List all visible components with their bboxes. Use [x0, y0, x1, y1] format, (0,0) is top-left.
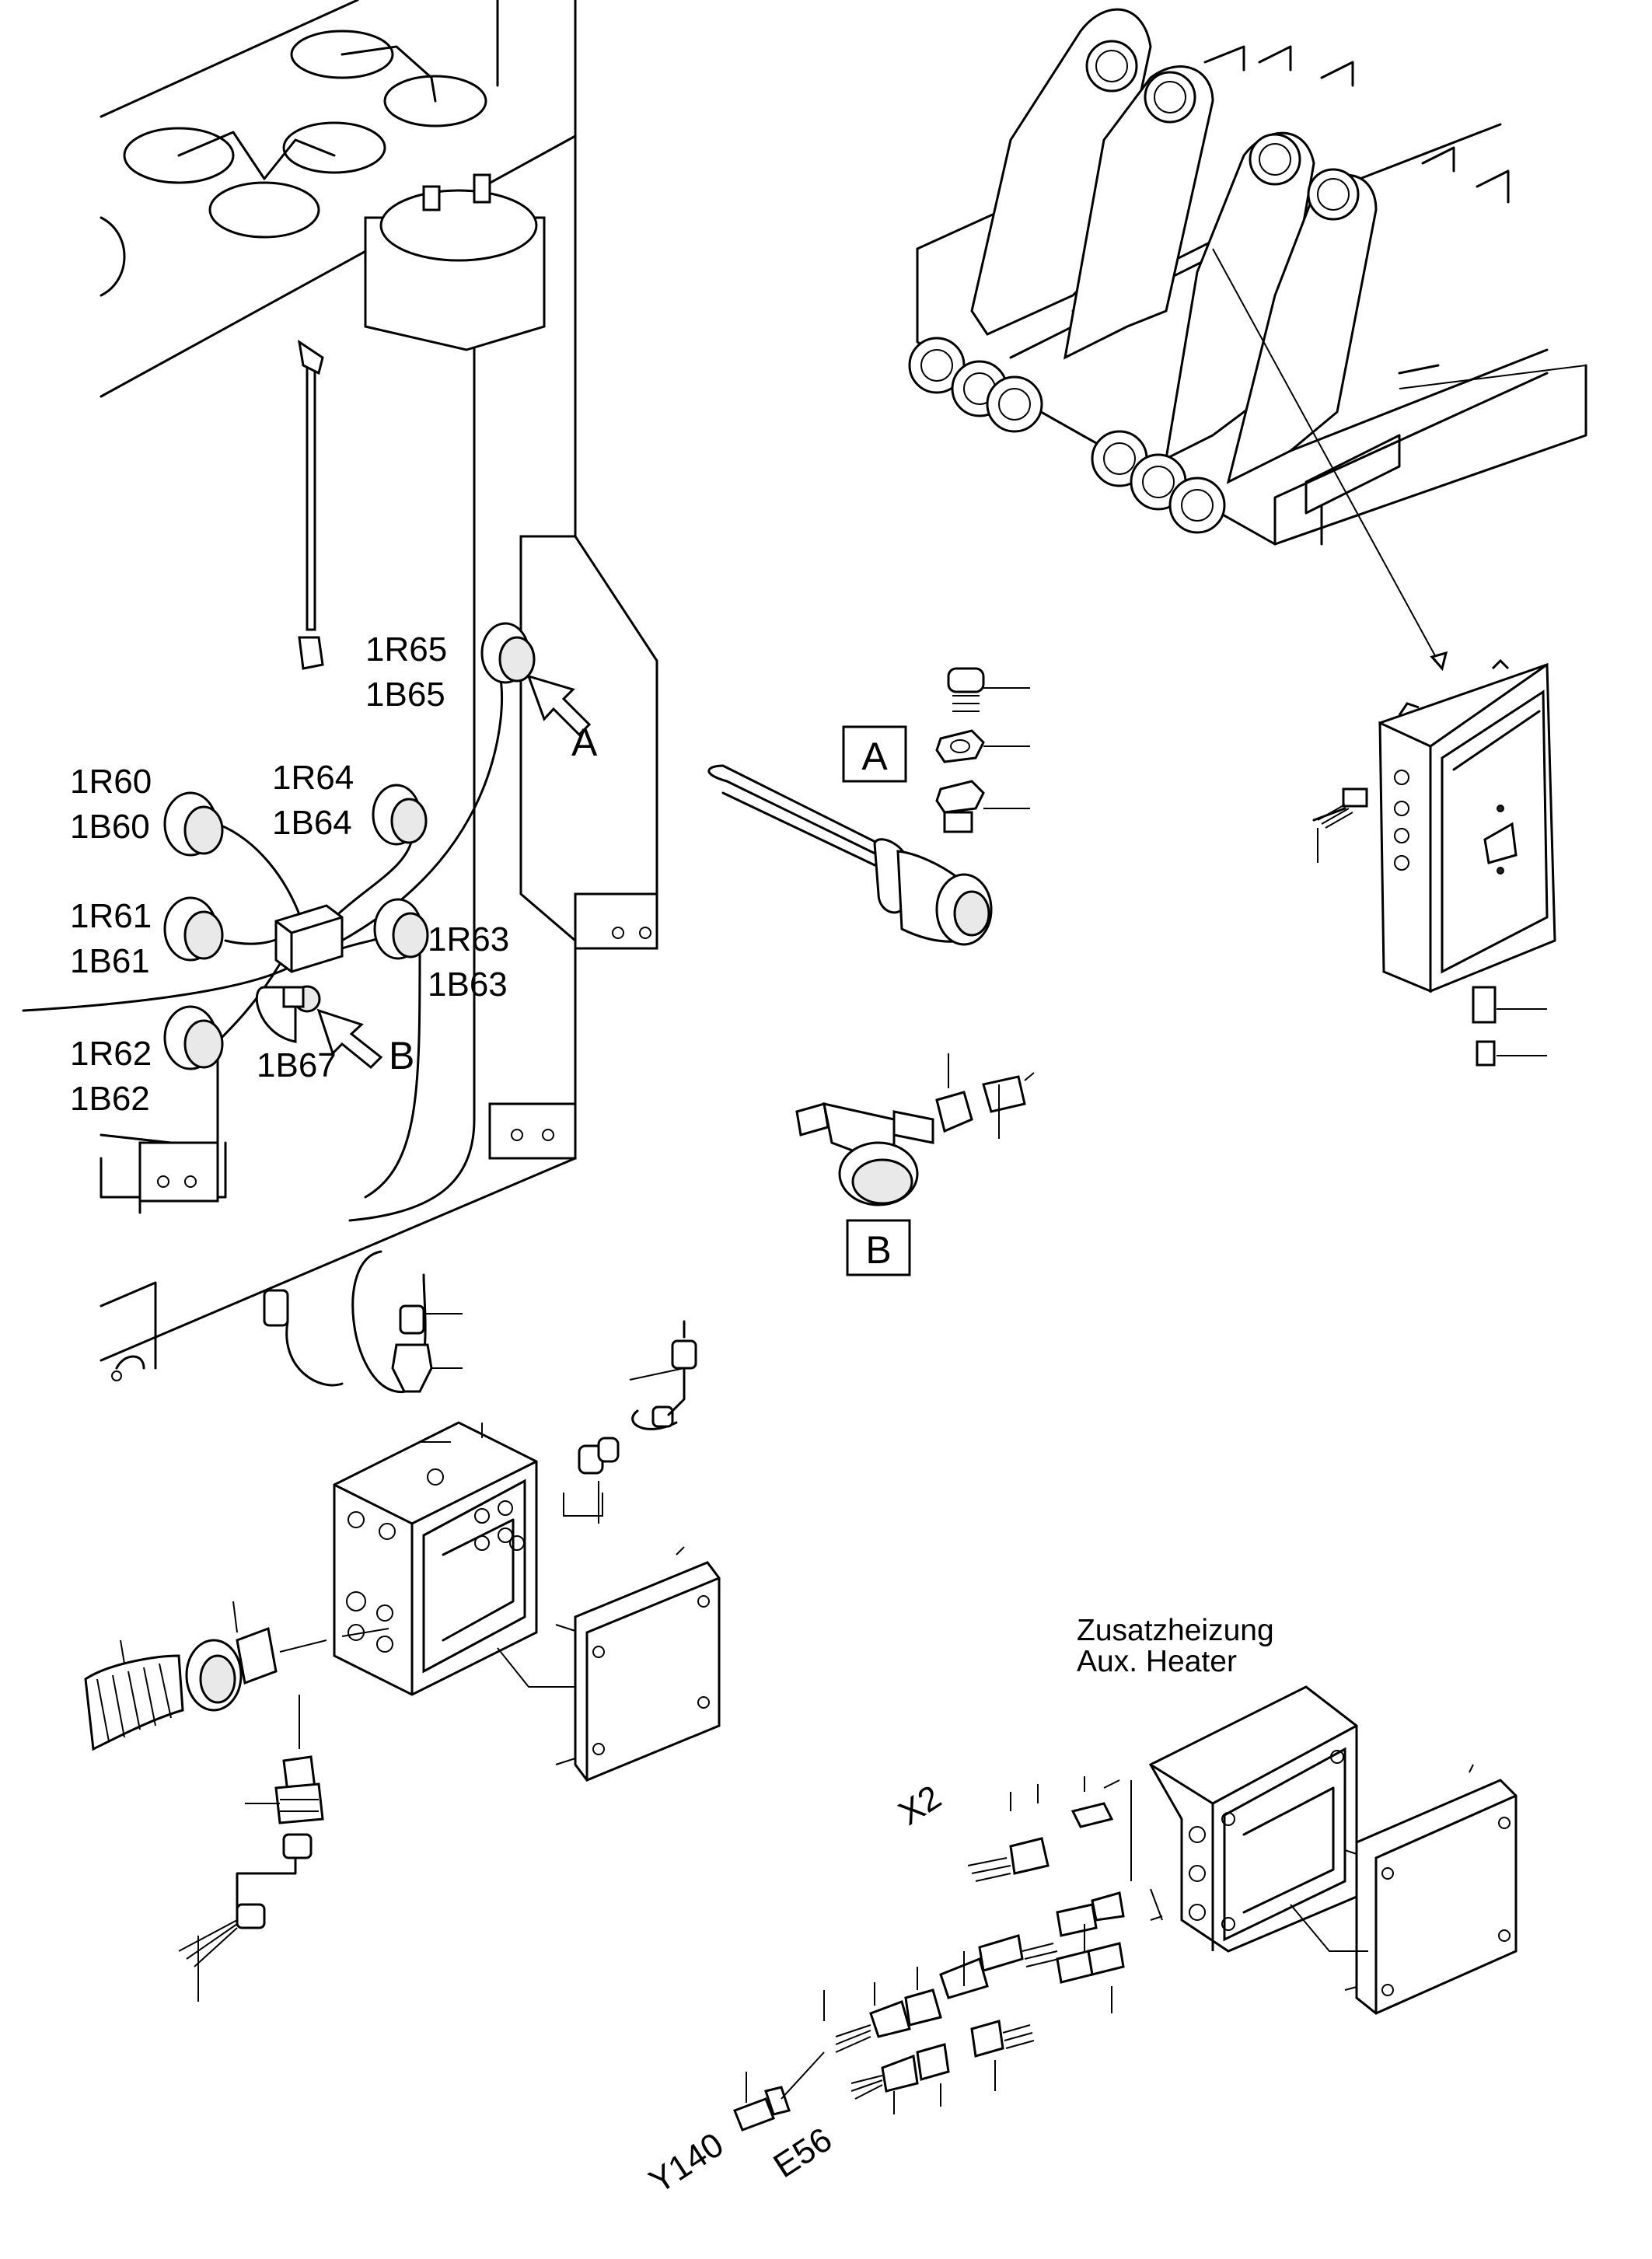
immersion-heater-icon [707, 764, 993, 946]
junction-box-icon [333, 1421, 538, 1696]
label-x2: X2 [892, 1778, 948, 1832]
detail-a-heater: A [707, 667, 1030, 946]
sensor-1r65-icon [480, 622, 536, 684]
junction-box-lower-left [84, 1250, 721, 2002]
sensor-1r62-icon [163, 1005, 224, 1070]
lug-pins [908, 337, 1226, 534]
label-1b62: 1B62 [70, 1080, 150, 1118]
label-1r62: 1R62 [70, 1035, 152, 1073]
tank-top-filters [123, 30, 546, 351]
boom-arm-left [970, 8, 1214, 360]
conduit-gland-icon [84, 1601, 389, 1751]
label-arrow-a: A [571, 721, 598, 764]
y140-plug-icon [733, 2051, 825, 2132]
arrow-b-icon [316, 1008, 383, 1070]
label-1r65: 1R65 [365, 630, 447, 669]
label-1r63: 1R63 [428, 920, 509, 958]
aux-junction-box-lid-icon [1344, 1764, 1518, 2015]
label-1b67: 1B67 [257, 1046, 337, 1084]
sensor-1r64-icon [372, 784, 428, 846]
hydraulic-tank [100, 0, 658, 1381]
label-y140: Y140 [642, 2125, 730, 2201]
label-1r61: 1R61 [70, 897, 152, 935]
harness-junction-icon [274, 904, 344, 973]
sensor-1r63-icon [373, 898, 429, 960]
label-1b65: 1B65 [365, 676, 445, 714]
label-1r60: 1R60 [70, 763, 152, 801]
sensor-1r61-icon [163, 896, 224, 962]
detail-b-frame [846, 1219, 911, 1276]
junction-box-lid-icon [555, 1546, 721, 1782]
control-box-icon [1312, 658, 1556, 1067]
aux-heater-title-de: Zusatzheizung [1077, 1614, 1274, 1647]
detail-b-fitting: B [795, 1053, 1035, 1276]
boom-arm-right [1165, 131, 1378, 484]
angle-fitting-icon [795, 1053, 1035, 1206]
label-1r64: 1R64 [272, 759, 354, 797]
label-1b63: 1B63 [428, 965, 508, 1004]
aux-heater-box [733, 1685, 1518, 2132]
sensor-1b67-icon [255, 985, 321, 1043]
detail-a-frame [842, 725, 907, 783]
boom-frame [908, 8, 1587, 672]
sensor-1r60-icon [163, 791, 224, 857]
detail-a-label: A [861, 735, 888, 778]
label-1b64: 1B64 [272, 804, 352, 842]
aux-heater-title-en: Aux. Heater [1077, 1645, 1237, 1678]
arrow-a-icon [526, 674, 592, 737]
aux-junction-box-icon [1148, 1685, 1358, 1953]
label-1b61: 1B61 [70, 942, 150, 980]
detail-b-label: B [865, 1228, 891, 1272]
aux-connectors [823, 1776, 1125, 2114]
cable-gland-icon [935, 667, 1030, 833]
label-e56: E56 [767, 2121, 838, 2186]
label-1b60: 1B60 [70, 808, 150, 846]
label-arrow-b: B [389, 1034, 414, 1077]
sensor-harness [22, 667, 504, 1191]
